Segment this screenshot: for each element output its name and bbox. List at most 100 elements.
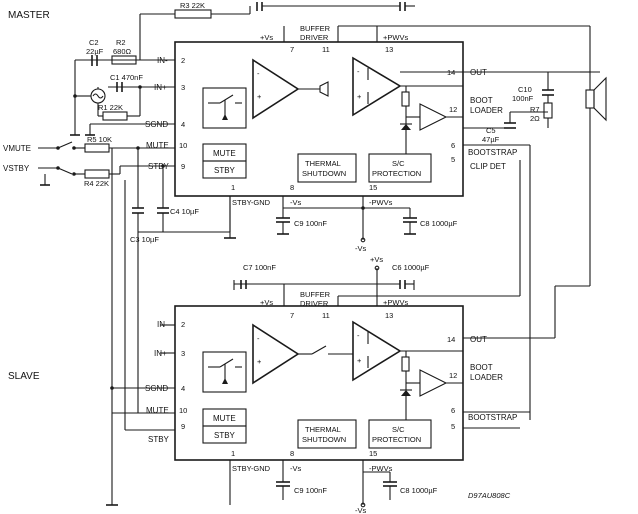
master-thermal-block	[297, 153, 357, 183]
c2-label-l2: 22µF	[86, 47, 104, 56]
slave-boot-loader-l1: BOOT	[470, 363, 493, 372]
slave-thermal-l1: THERMAL	[305, 425, 341, 434]
slave-pin-15: 15	[369, 449, 377, 458]
slave-buffer-driver-l2: DRIVER	[300, 299, 329, 308]
r3-resistor	[174, 9, 212, 19]
slave-stby-block-label: STBY	[214, 431, 236, 440]
master-supply: C9 100nF C8 1000µF -Vs	[229, 25, 591, 253]
master-pin-13: 13	[385, 45, 393, 54]
slave-pin-5: 5	[451, 422, 455, 431]
slave-sc-l1: S/C	[392, 425, 405, 434]
master-bootstrap-label: BOOTSTRAP	[468, 148, 517, 157]
slave-preamp-plus: +	[257, 357, 262, 366]
slave-input-switch-box	[202, 351, 247, 393]
master-pin-1: 1	[231, 183, 235, 192]
master-stby-block-label: STBY	[214, 166, 236, 175]
vstby-label: VSTBY	[3, 164, 30, 173]
master-pin-8: 8	[290, 183, 294, 192]
master-power-amp	[352, 56, 402, 117]
master-ic-body	[174, 41, 464, 197]
master-pin-15: 15	[369, 183, 377, 192]
master-power-minus: -	[357, 67, 360, 76]
slave-sc-block	[368, 419, 432, 449]
slave-bootstrap-label: BOOTSTRAP	[468, 413, 517, 422]
r7-resistor	[543, 102, 553, 119]
r4-label: R4 22K	[84, 179, 109, 188]
slave-pin-8: 8	[290, 449, 294, 458]
slave-preamp-minus: -	[257, 334, 260, 343]
slave-thermal-block	[297, 419, 357, 449]
slave-power-amp	[352, 320, 402, 382]
slave-mute-label: MUTE	[146, 406, 169, 415]
master-pwvs-minus-label: -PWVs	[369, 198, 393, 207]
c9-top-label: C9 100nF	[294, 219, 327, 228]
slave-pin-14: 14	[447, 335, 455, 344]
c2-label-l1: C2	[89, 38, 99, 47]
master-thermal-l2: SHUTDOWN	[302, 169, 346, 178]
r5-label: R5 10K	[87, 135, 112, 144]
master-label: MASTER	[8, 10, 50, 21]
master-preamp-minus: -	[257, 69, 260, 78]
r7-label-l2: 2Ω	[530, 114, 540, 123]
master-preamp	[252, 58, 300, 120]
slave-pin-9: 9	[181, 422, 185, 431]
slave-pin-1: 1	[231, 449, 235, 458]
r1-resistor	[102, 111, 128, 121]
slave-out-label: OUT	[470, 335, 487, 344]
slave-preamp	[252, 323, 300, 385]
top-vs-minus-label: -Vs	[355, 244, 367, 253]
master-vs-minus-label: -Vs	[290, 198, 302, 207]
slave-pin-11: 11	[322, 311, 330, 320]
c10-label-l2: 100nF	[512, 94, 534, 103]
slave-pin-12: 12	[449, 371, 457, 380]
master-ic: IN- IN+ SGND MUTE STBY 2 3 4 10 9 +Vs 7 …	[145, 24, 517, 207]
r3-label: R3 22K	[180, 1, 205, 10]
c4-label: C4 10µF	[170, 207, 199, 216]
master-mute-label: MUTE	[146, 141, 169, 150]
c5-label-l2: 47µF	[482, 135, 500, 144]
slave-pwvs-minus-label: -PWVs	[369, 464, 393, 473]
r7-label-l1: R7	[530, 105, 540, 114]
slave-boot-buffer	[419, 369, 448, 397]
master-buffer-driver	[319, 81, 329, 97]
master-boot-resistor	[401, 91, 410, 107]
r1-label: R1 22K	[98, 103, 123, 112]
slave-vs-minus-label: -Vs	[290, 464, 302, 473]
c10-label-l1: C10	[518, 85, 532, 94]
master-pin-2: 2	[181, 56, 185, 65]
master-pin-9: 9	[181, 162, 185, 171]
r5-resistor	[84, 143, 110, 153]
slave-boot-loader-l2: LOADER	[470, 373, 503, 382]
master-sc-l1: S/C	[392, 159, 405, 168]
slave-buffer-driver-l1: BUFFER	[300, 290, 331, 299]
slave-boot-resistor	[401, 356, 410, 372]
master-input-switch-box	[202, 87, 247, 129]
master-stby-gnd-label: STBY-GND	[232, 198, 271, 207]
c8-top-label: C8 1000µF	[420, 219, 458, 228]
master-boot-diode	[401, 124, 411, 130]
c8-bot-label: C8 1000µF	[400, 486, 438, 495]
slave-pin-2: 2	[181, 320, 185, 329]
master-mute-block-label: MUTE	[213, 149, 236, 158]
master-pin-6: 6	[451, 141, 455, 150]
slave-pin-13: 13	[385, 311, 393, 320]
master-boot-loader-l2: LOADER	[470, 106, 503, 115]
slave-sc-l2: PROTECTION	[372, 435, 421, 444]
master-preamp-plus: +	[257, 92, 262, 101]
c7-label: C7 100nF	[243, 263, 276, 272]
slave-pin-4: 4	[181, 384, 185, 393]
slave-interconnect: C7 100nF +Vs C6 1000µF C9 100nF	[106, 148, 590, 514]
r4-resistor	[84, 169, 110, 179]
slave-power-plus: +	[357, 356, 362, 365]
c6-label: C6 1000µF	[392, 263, 430, 272]
master-sc-l2: PROTECTION	[372, 169, 421, 178]
master-pin-4: 4	[181, 120, 185, 129]
slave-pin-6: 6	[451, 406, 455, 415]
r2-resistor	[111, 55, 137, 65]
master-buffer-driver-l2: DRIVER	[300, 33, 329, 42]
master-pwvs-plus-label: +PWVs	[383, 33, 408, 42]
slave-mute-block-label: MUTE	[213, 414, 236, 423]
drawing-code: D97AU808C	[468, 491, 511, 500]
c9-bot-label: C9 100nF	[294, 486, 327, 495]
master-stby-block	[202, 160, 247, 179]
